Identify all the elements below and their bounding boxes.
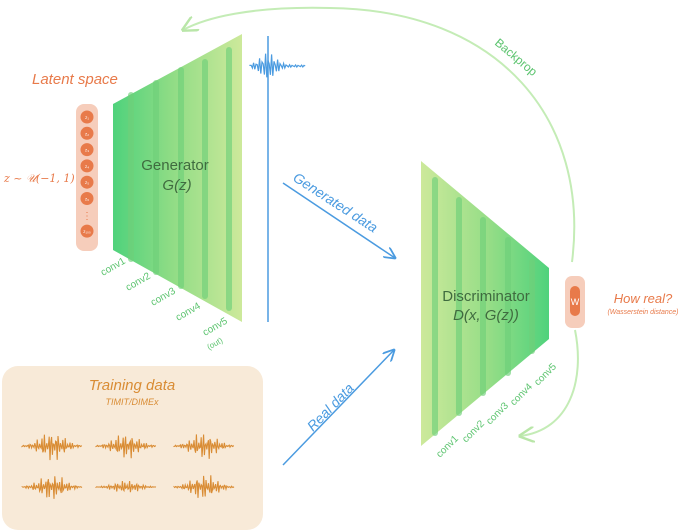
- latent-node: [80, 192, 94, 205]
- how-real-title: How real?: [614, 291, 673, 306]
- latent-node-label: z₄: [85, 164, 89, 169]
- generated-wave-path: [249, 53, 306, 78]
- discriminator-layer-label: conv5: [532, 361, 559, 388]
- latent-node-label: z₁₀₀: [83, 229, 91, 234]
- real-data-label: Real data: [304, 380, 357, 434]
- training-waveform: [173, 434, 234, 459]
- real-data-arrow: [282, 350, 394, 466]
- output-node-label: W: [571, 297, 580, 307]
- discriminator-feedback-arrow: [520, 329, 579, 436]
- latent-node: [80, 110, 94, 124]
- generated-data-label: Generated data: [290, 169, 380, 236]
- latent-node: [80, 175, 94, 189]
- backprop-arrow: [183, 6, 576, 263]
- discriminator-layer-label: conv4: [508, 381, 535, 408]
- generator-block: [113, 34, 242, 322]
- discriminator-layer-bars: [432, 177, 535, 436]
- latent-node: [80, 159, 94, 173]
- latent-node: [80, 143, 94, 157]
- latent-node: [80, 224, 94, 238]
- generator-layer-label: conv2: [124, 271, 153, 294]
- training-waveform: [95, 480, 157, 493]
- latent-node-label: z₂: [85, 131, 89, 136]
- training-waveform: [95, 435, 156, 459]
- training-data-subtitle: TIMIT/DIMEx: [106, 397, 159, 407]
- how-real-subtitle: (Wasserstein distance): [607, 309, 678, 316]
- latent-node-label: z₆: [85, 197, 89, 202]
- training-waveform: [21, 476, 83, 499]
- latent-node-label: z₁: [85, 115, 89, 120]
- discriminator-layer-label: conv3: [484, 400, 511, 427]
- latent-nodes: z₁ z₂ z₃ z₄ z₅ z₆ ⋮ z₁₀₀: [80, 110, 94, 238]
- training-waveforms: [21, 434, 235, 499]
- discriminator-function: D(x, G(z)): [453, 307, 519, 324]
- latent-ellipsis: ⋮: [82, 211, 92, 222]
- generator-layer-label: conv1: [99, 256, 128, 279]
- training-waveform: [21, 434, 83, 461]
- discriminator-layer-label: conv1: [434, 433, 461, 460]
- latent-node: [80, 126, 94, 140]
- latent-node-label: z₃: [85, 148, 89, 153]
- training-data-title: Training data: [89, 377, 175, 394]
- latent-node-label: z₅: [85, 180, 89, 185]
- generated-waveform: [249, 53, 306, 78]
- generator-out-note: (out): [206, 336, 225, 352]
- output-node: [570, 286, 580, 316]
- latent-space-title: Latent space: [32, 71, 118, 88]
- generator-layer-label: conv5: [201, 316, 230, 339]
- generator-function: G(z): [162, 177, 191, 194]
- discriminator-name: Discriminator: [442, 288, 530, 305]
- latent-formula: z ~ 𝒰(−1, 1): [3, 172, 75, 185]
- generator-name: Generator: [141, 157, 209, 174]
- discriminator-layer-label: conv2: [460, 418, 487, 445]
- generator-layer-bars: [128, 47, 232, 311]
- backprop-label: Backprop: [492, 36, 540, 80]
- generator-layer-label: conv3: [149, 286, 178, 309]
- generated-data-arrow: [282, 182, 395, 258]
- generator-layer-label: conv4: [174, 301, 203, 324]
- training-waveform: [173, 475, 235, 498]
